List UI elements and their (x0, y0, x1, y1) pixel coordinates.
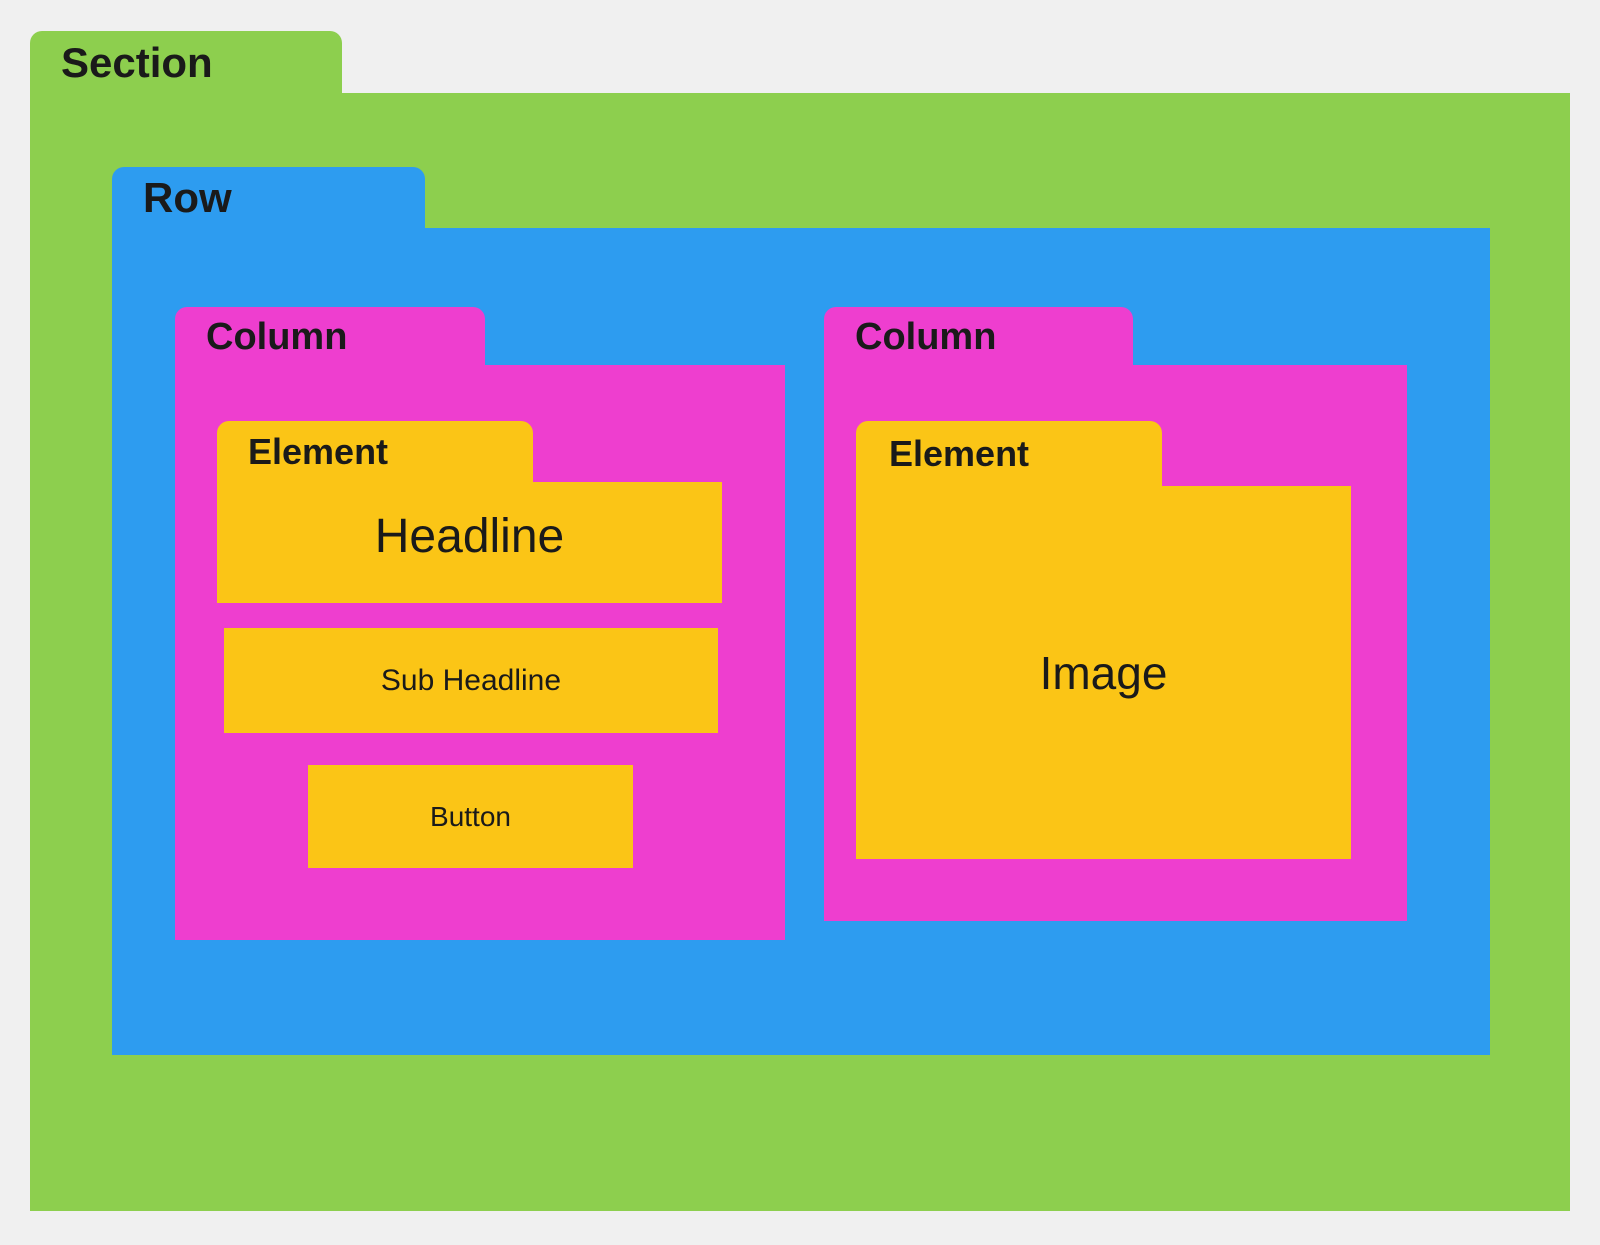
row-tab-label: Row (143, 174, 232, 221)
column-tab-label-2: Column (855, 315, 997, 358)
button-box[interactable]: Button (308, 765, 633, 868)
headline-text: Headline (374, 509, 565, 563)
element-tab-headline[interactable]: Element (217, 421, 533, 483)
element-body-headline: Headline (217, 482, 722, 603)
sub-headline-box[interactable]: Sub Headline (224, 628, 718, 733)
column-tab-1[interactable]: Column (175, 307, 485, 366)
row-tab[interactable]: Row (112, 167, 425, 229)
section-tab[interactable]: Section (30, 31, 342, 94)
column-tab-label-1: Column (206, 315, 348, 358)
element-body-image: Image (856, 486, 1351, 859)
element-container-headline[interactable]: Element Headline (217, 421, 722, 603)
element-tab-label-image: Element (889, 433, 1030, 474)
column-tab-2[interactable]: Column (824, 307, 1133, 366)
section-tab-label: Section (61, 38, 213, 86)
element-container-image[interactable]: Element Image (856, 421, 1351, 859)
element-tab-label-headline: Element (248, 431, 389, 472)
image-text: Image (1039, 646, 1168, 699)
element-tab-image[interactable]: Element (856, 421, 1162, 487)
